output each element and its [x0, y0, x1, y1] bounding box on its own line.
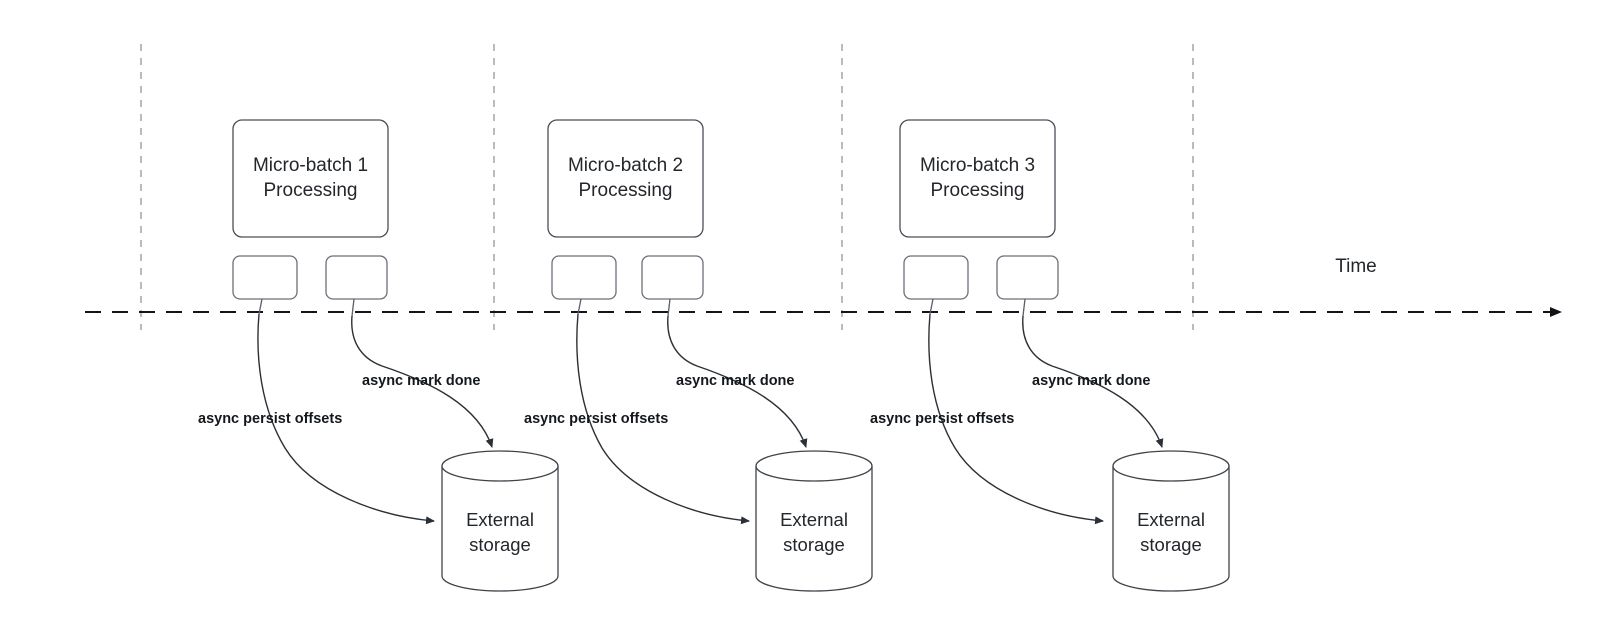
micro-batch-1-mark-done-label: async mark done: [362, 373, 480, 389]
timeline-tick-lines: [140, 44, 1194, 330]
micro-batch-3-task-left-stem: [929, 298, 934, 315]
micro-batch-1-process-label-line1: Micro-batch 1: [253, 155, 368, 176]
micro-batch-2-process-label-line1: Micro-batch 2: [568, 155, 683, 176]
micro-batch-1-storage-body[interactable]: [441, 466, 559, 592]
micro-batch-3-process-label-line1: Micro-batch 3: [920, 155, 1035, 176]
micro-batch-1-task-left-stem: [258, 298, 263, 315]
micro-batch-3-persist-offsets-label: async persist offsets: [870, 411, 1014, 427]
micro-batch-1-task-right-stem: [351, 298, 355, 317]
micro-batch-2-storage-body[interactable]: [755, 466, 873, 592]
micro-batch-2-task-left[interactable]: [551, 255, 617, 300]
micro-batch-1-process-label-line2: Processing: [264, 180, 358, 201]
micro-batch-1-storage-label-line2: storage: [469, 534, 531, 555]
micro-batch-2-persist-offsets-label: async persist offsets: [524, 411, 668, 427]
micro-batch-3-mark-done-label: async mark done: [1032, 373, 1150, 389]
micro-batch-1-storage-top: [441, 450, 559, 482]
micro-batch-1-process-box[interactable]: [232, 119, 389, 238]
micro-batch-1-storage-label-line1: External: [466, 509, 534, 530]
timeline-axis-label: Time: [1335, 256, 1377, 277]
micro-batch-2-storage-label-line2: storage: [783, 534, 845, 555]
micro-batch-2-persist-offsets-arrow: [576, 313, 750, 525]
micro-batch-2-storage-label-line1: External: [780, 509, 848, 530]
micro-batch-1-task-left[interactable]: [232, 255, 298, 300]
micro-batch-1-mark-done-arrow: [351, 315, 494, 448]
micro-batch-2-process-box[interactable]: [547, 119, 704, 238]
micro-batch-3-task-right[interactable]: [996, 255, 1059, 300]
micro-batch-3-storage-top: [1112, 450, 1230, 482]
micro-batch-3-task-right-stem: [1022, 298, 1026, 317]
micro-batch-2-task-right[interactable]: [641, 255, 704, 300]
micro-batch-3-persist-offsets-arrow: [928, 313, 1104, 525]
micro-batch-3-group: Micro-batch 3 Processing async persist o…: [870, 119, 1230, 592]
micro-batch-2-task-left-stem: [577, 298, 582, 315]
micro-batch-2-mark-done-arrow: [667, 315, 808, 448]
micro-batch-3-process-box[interactable]: [899, 119, 1056, 238]
micro-batch-2-process-label-line2: Processing: [579, 180, 673, 201]
micro-batch-2-task-right-stem: [667, 298, 671, 317]
micro-batch-3-process-label-line2: Processing: [931, 180, 1025, 201]
micro-batch-1-persist-offsets-label: async persist offsets: [198, 411, 342, 427]
micro-batch-1-task-right[interactable]: [325, 255, 388, 300]
micro-batch-3-storage-body[interactable]: [1112, 466, 1230, 592]
micro-batch-1-persist-offsets-arrow: [257, 313, 435, 525]
micro-batch-3-mark-done-arrow: [1022, 315, 1164, 448]
micro-batch-2-group: Micro-batch 2 Processing async persist o…: [524, 119, 873, 592]
micro-batch-2-mark-done-label: async mark done: [676, 373, 794, 389]
micro-batch-3-task-left[interactable]: [903, 255, 969, 300]
micro-batch-1-group: Micro-batch 1 Processing async persist o…: [198, 119, 559, 592]
micro-batch-3-storage-label-line1: External: [1137, 509, 1205, 530]
micro-batch-2-storage-top: [755, 450, 873, 482]
micro-batch-3-storage-label-line2: storage: [1140, 534, 1202, 555]
